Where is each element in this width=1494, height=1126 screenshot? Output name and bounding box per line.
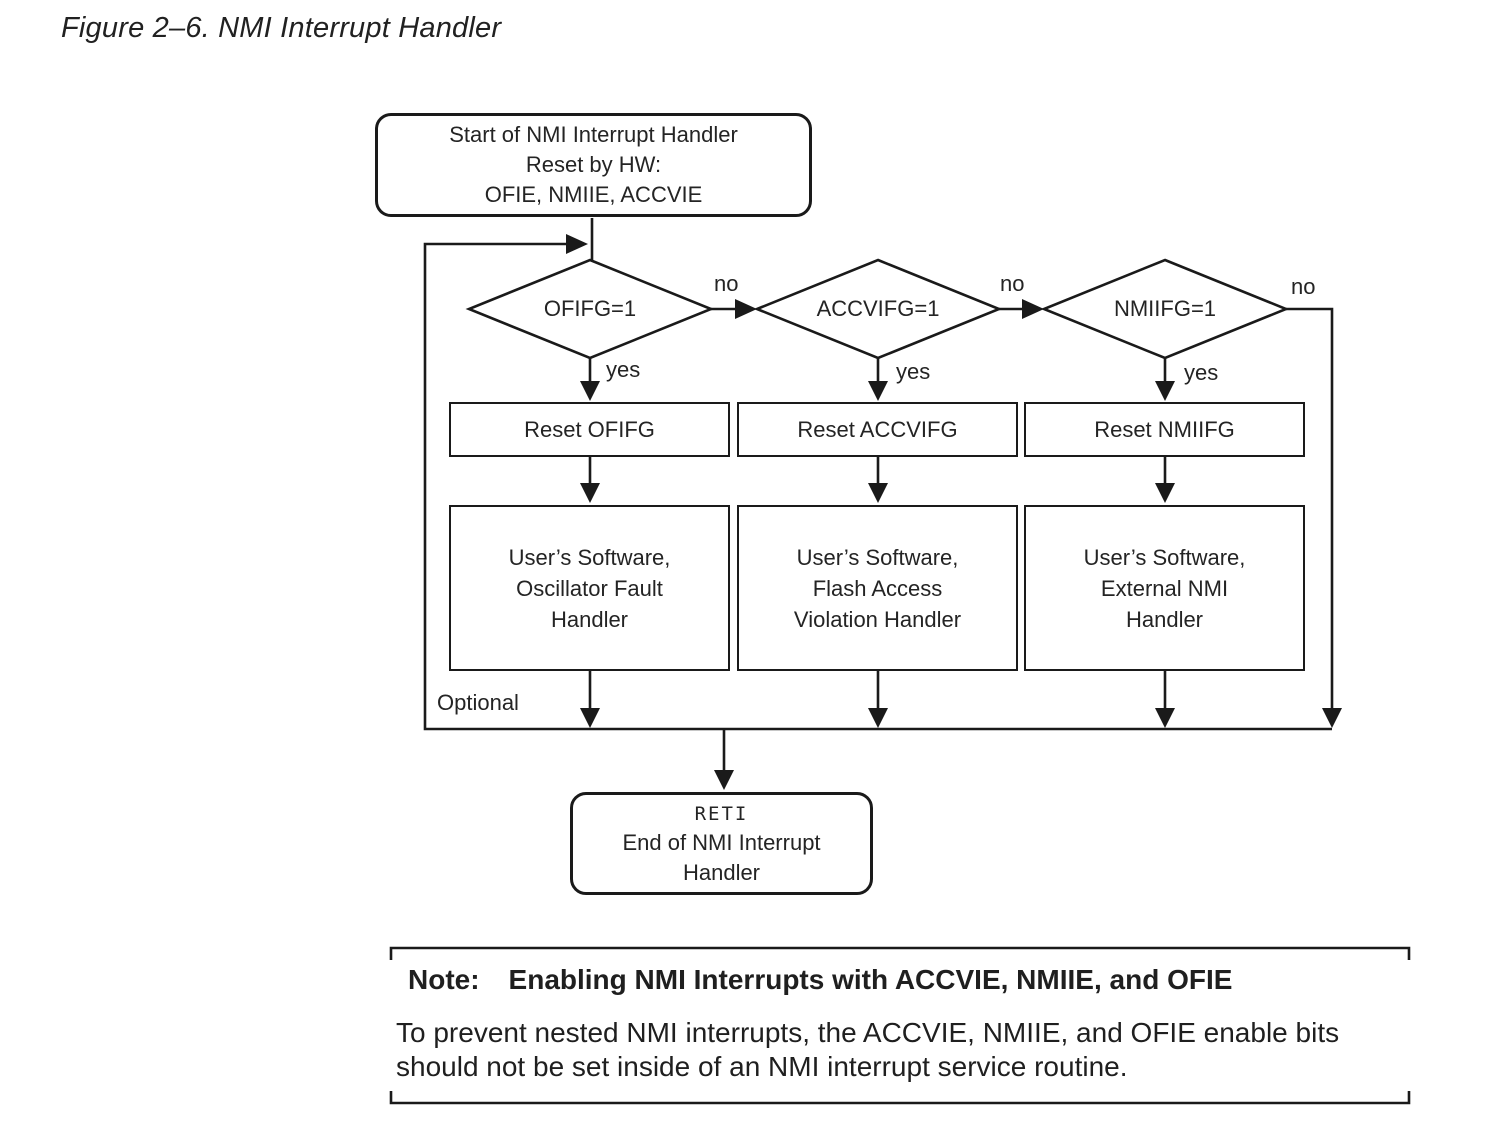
arrowhead-into-d2 (735, 299, 757, 319)
arrowhead-to-end (714, 770, 734, 790)
end-node-line: Handler (682, 859, 761, 885)
yes-label-1: yes (606, 357, 641, 382)
handler-box-line: Flash Access (812, 575, 943, 601)
arrowhead-yes-3 (1155, 381, 1175, 401)
decision-diamond-ofifg (465, 258, 715, 360)
note-body-line: To prevent nested NMI interrupts, the AC… (396, 1017, 1340, 1048)
decision-label-accvifg: ACCVIFG=1 (816, 296, 940, 321)
end-node-code: RETI (694, 802, 749, 825)
yes-label-3: yes (1184, 360, 1219, 385)
start-node-line: Reset by HW: (525, 152, 662, 177)
handler-box-external-nmi: User’s Software, External NMI Handler (1024, 505, 1305, 671)
handler-box-line: User’s Software, (796, 544, 959, 570)
arrowhead-reset-2 (868, 483, 888, 503)
note-body: To prevent nested NMI interrupts, the AC… (396, 1016, 1426, 1084)
reset-box-label: Reset OFIFG (524, 416, 655, 442)
no-label-1: no (714, 271, 739, 296)
arrowhead-handler-1 (580, 708, 600, 728)
handler-box-oscillator-fault: User’s Software, Oscillator Fault Handle… (449, 505, 730, 671)
note-heading: Enabling NMI Interrupts with ACCVIE, NMI… (508, 964, 1233, 995)
reset-box-accvifg: Reset ACCVIFG (737, 402, 1018, 457)
handler-box-line: User’s Software, (1083, 544, 1246, 570)
handler-box-line: Oscillator Fault (516, 575, 663, 601)
handler-box-line: External NMI (1100, 575, 1229, 601)
note-top-rule (389, 946, 1411, 960)
handler-box-flash-access: User’s Software, Flash Access Violation … (737, 505, 1018, 671)
arrowhead-feedback (566, 234, 588, 254)
arrowhead-yes-1 (580, 381, 600, 401)
arrowhead-yes-2 (868, 381, 888, 401)
start-node: Start of NMI Interrupt Handler Reset by … (375, 113, 812, 217)
optional-label: Optional (437, 690, 519, 715)
decision-label-ofifg: OFIFG=1 (543, 296, 637, 321)
figure-caption: Figure 2–6. NMI Interrupt Handler (61, 12, 502, 44)
end-node: RETI End of NMI Interrupt Handler (570, 792, 873, 895)
decision-diamond-accvifg (753, 258, 1003, 360)
start-node-line: Start of NMI Interrupt Handler (449, 122, 738, 147)
reset-box-ofifg: Reset OFIFG (449, 402, 730, 457)
reset-box-nmiifg: Reset NMIIFG (1024, 402, 1305, 457)
decision-diamond-nmiifg (1040, 258, 1290, 360)
reset-box-label: Reset NMIIFG (1094, 416, 1235, 442)
note-body-line: should not be set inside of an NMI inter… (396, 1051, 1128, 1082)
arrowhead-handler-3 (1155, 708, 1175, 728)
no-label-3: no (1291, 274, 1316, 299)
arrowhead-no-3 (1322, 708, 1342, 728)
arrowhead-handler-2 (868, 708, 888, 728)
handler-box-line: Handler (1125, 606, 1204, 632)
handler-box-line: Handler (550, 606, 629, 632)
arrowhead-reset-1 (580, 483, 600, 503)
note-bottom-rule (389, 1091, 1411, 1105)
reset-box-label: Reset ACCVIFG (797, 416, 958, 442)
start-node-line: OFIE, NMIIE, ACCVIE (484, 182, 703, 207)
wire-optional-loop (423, 242, 1332, 731)
handler-box-line: User’s Software, (508, 544, 671, 570)
end-node-line: End of NMI Interrupt (622, 829, 821, 855)
note-label: Note: (408, 964, 480, 995)
arrowhead-into-d3 (1022, 299, 1044, 319)
note-heading-row: Note: Enabling NMI Interrupts with ACCVIE… (408, 964, 1232, 996)
wire-decision3-no (1286, 307, 1334, 712)
no-label-2: no (1000, 271, 1025, 296)
handler-box-line: Violation Handler (793, 606, 962, 632)
yes-label-2: yes (896, 359, 931, 384)
decision-label-nmiifg: NMIIFG=1 (1113, 296, 1217, 321)
arrowhead-reset-3 (1155, 483, 1175, 503)
